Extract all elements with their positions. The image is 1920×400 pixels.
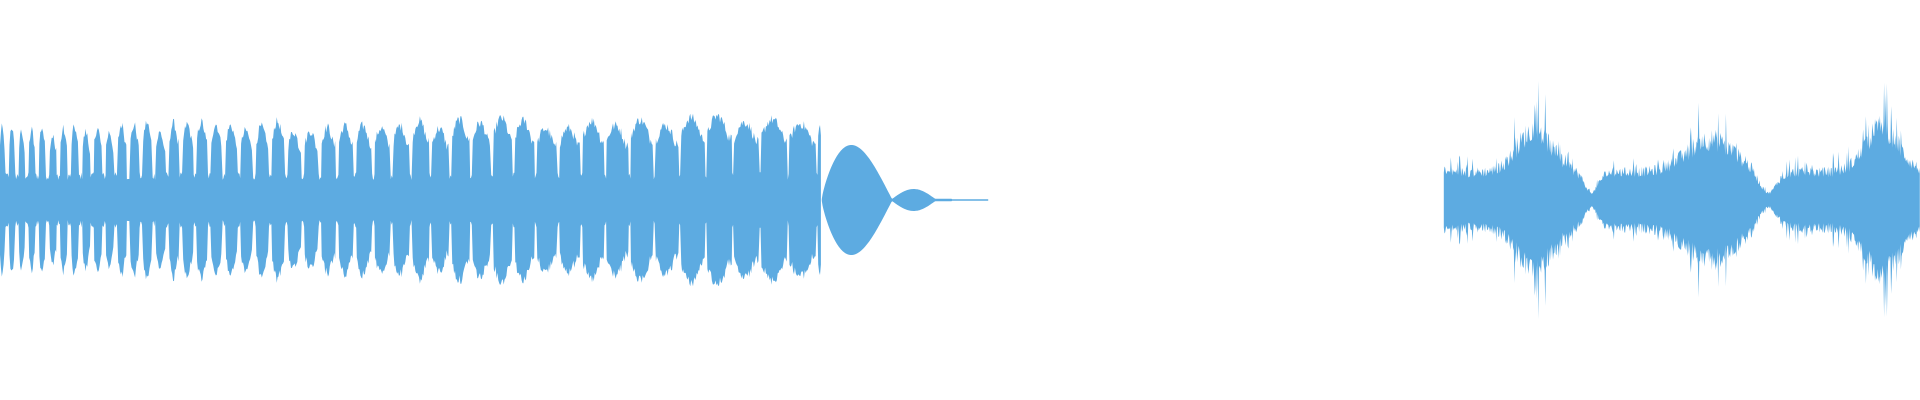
waveform-segments xyxy=(0,81,1920,319)
waveform-segment-speech-train xyxy=(0,113,821,287)
waveform-segment-speech-noisy xyxy=(1443,81,1920,319)
waveform-segment-tone-tail xyxy=(821,145,989,255)
